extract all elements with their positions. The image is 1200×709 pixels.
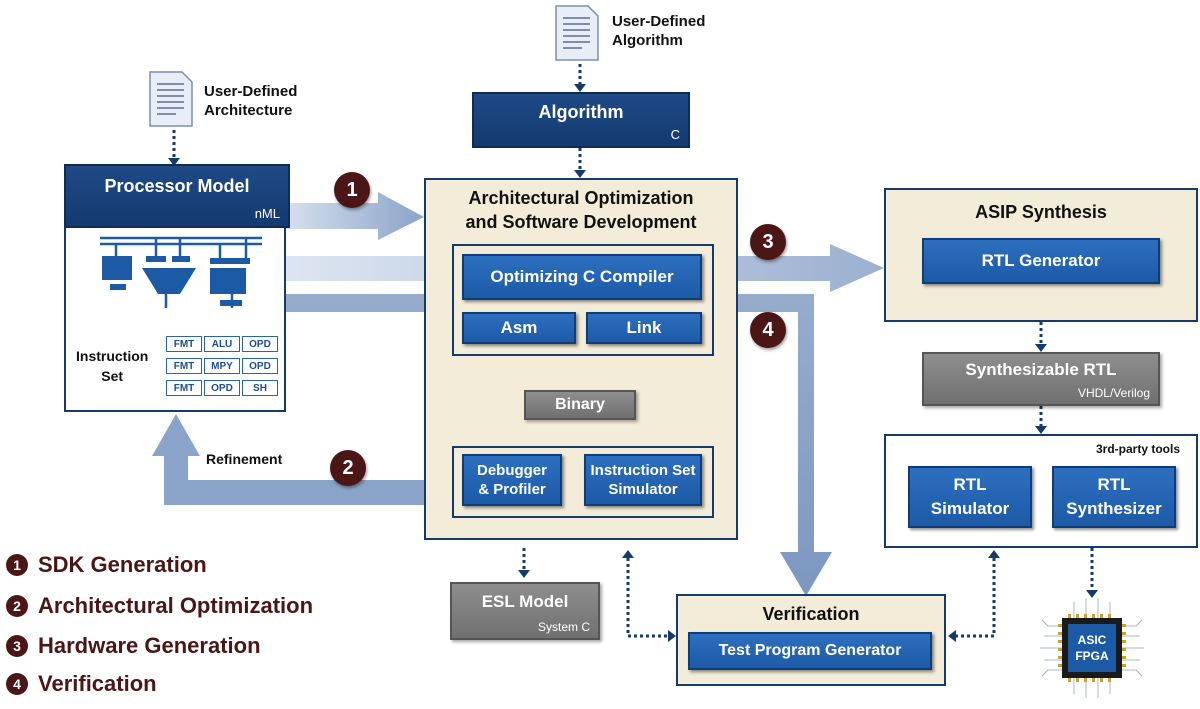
legend-item: 4 Verification bbox=[6, 671, 157, 697]
arch-opt-title: Architectural Optimization and Software … bbox=[426, 186, 736, 234]
algorithm-title: Algorithm bbox=[538, 102, 624, 122]
third-party-tools-caption: 3rd-party tools bbox=[1095, 442, 1180, 456]
architecture-label-line1: User-Defined bbox=[204, 83, 298, 100]
isa-cell: OPD bbox=[242, 358, 278, 374]
isa-cell: ALU bbox=[204, 336, 240, 352]
algorithm-box: Algorithm C bbox=[472, 92, 690, 148]
isa-cell: FMT bbox=[166, 336, 202, 352]
legend-number: 1 bbox=[6, 554, 28, 576]
iss-label-line1: Instruction Set bbox=[590, 462, 696, 479]
rtl-simulator-line2: Simulator bbox=[930, 499, 1010, 518]
arch-opt-title-line1: Architectural Optimization bbox=[468, 188, 694, 208]
link-box: Link bbox=[586, 312, 702, 344]
arch-opt-title-line2: and Software Development bbox=[465, 212, 697, 232]
algorithm-label-line2: Algorithm bbox=[612, 32, 683, 49]
isa-cell: OPD bbox=[204, 380, 240, 396]
chip-label: ASIC FPGA bbox=[1068, 624, 1116, 672]
document-icon bbox=[554, 4, 600, 62]
chip-label-line1: ASIC bbox=[1077, 633, 1107, 647]
debugger-profiler-box: Debugger & Profiler bbox=[462, 454, 562, 506]
esl-model-title: ESL Model bbox=[481, 592, 569, 611]
legend-number: 4 bbox=[6, 673, 28, 695]
instruction-set-label-line2: Set bbox=[101, 368, 124, 384]
rtl-synthesizer-box: RTL Synthesizer bbox=[1052, 466, 1176, 528]
instruction-set-simulator-box: Instruction Set Simulator bbox=[584, 454, 702, 506]
synthesizable-rtl-title: Synthesizable RTL bbox=[965, 360, 1117, 379]
esl-model-box: ESL Model System C bbox=[450, 582, 600, 640]
legend-item: 3 Hardware Generation bbox=[6, 633, 261, 659]
isa-cell: FMT bbox=[166, 358, 202, 374]
processor-schematic-icon bbox=[100, 236, 262, 308]
arrow-refinement bbox=[152, 414, 424, 505]
synthesizable-rtl-tag: VHDL/Verilog bbox=[1077, 386, 1150, 400]
processor-model-header: Processor Model nML bbox=[64, 164, 290, 228]
step-marker-4: 4 bbox=[750, 312, 786, 348]
algorithm-tag: C bbox=[670, 127, 680, 142]
step-marker-2: 2 bbox=[330, 450, 366, 486]
instruction-set-label-line1: Instruction bbox=[76, 348, 149, 364]
optimizing-c-compiler-box: Optimizing C Compiler bbox=[462, 254, 702, 300]
isa-cell: FMT bbox=[166, 380, 202, 396]
instruction-set-label: Instruction Set bbox=[76, 346, 148, 386]
legend-text: Verification bbox=[38, 671, 157, 696]
legend-text: Architectural Optimization bbox=[38, 593, 314, 618]
test-program-generator-box: Test Program Generator bbox=[688, 632, 932, 670]
step-marker-1: 1 bbox=[334, 172, 370, 208]
iss-label-line2: Simulator bbox=[608, 481, 678, 498]
arrow-sdk-generation bbox=[286, 192, 424, 240]
user-defined-algorithm-label: User-Defined Algorithm bbox=[612, 12, 705, 50]
asip-synthesis-panel: ASIP Synthesis RTL Generator bbox=[884, 188, 1198, 322]
architecture-label-line2: Architecture bbox=[204, 102, 293, 119]
isa-cell: OPD bbox=[242, 336, 278, 352]
asm-box: Asm bbox=[462, 312, 576, 344]
isa-cell: SH bbox=[242, 380, 278, 396]
verification-title: Verification bbox=[762, 604, 860, 624]
rtl-generator-box: RTL Generator bbox=[922, 238, 1160, 284]
processor-model-panel: Processor Model nML Instruction Set FMT … bbox=[64, 164, 290, 412]
rtl-simulator-line1: RTL bbox=[953, 475, 987, 494]
chip-label-line2: FPGA bbox=[1075, 649, 1109, 663]
third-party-tools-panel: 3rd-party tools RTL Simulator RTL Synthe… bbox=[884, 434, 1198, 548]
debugger-label-line2: & Profiler bbox=[478, 481, 546, 498]
debugger-label-line1: Debugger bbox=[476, 462, 547, 479]
refinement-label: Refinement bbox=[206, 451, 283, 467]
legend-item: 1 SDK Generation bbox=[6, 552, 207, 578]
legend-number: 2 bbox=[6, 595, 28, 617]
processor-model-tag: nML bbox=[254, 206, 280, 221]
rtl-synthesizer-line2: Synthesizer bbox=[1066, 499, 1162, 518]
user-defined-architecture-label: User-Defined Architecture bbox=[204, 82, 297, 120]
step-marker-3: 3 bbox=[750, 224, 786, 260]
asip-synthesis-title: ASIP Synthesis bbox=[975, 202, 1107, 222]
rtl-simulator-box: RTL Simulator bbox=[908, 466, 1032, 528]
synthesizable-rtl-box: Synthesizable RTL VHDL/Verilog bbox=[922, 352, 1160, 406]
legend-item: 2 Architectural Optimization bbox=[6, 593, 313, 619]
isa-cell: MPY bbox=[204, 358, 240, 374]
architectural-optimization-panel: Architectural Optimization and Software … bbox=[424, 178, 738, 540]
legend-text: Hardware Generation bbox=[38, 633, 261, 658]
rtl-synthesizer-line1: RTL bbox=[1097, 475, 1131, 494]
asic-fpga-chip-icon: ASIC FPGA bbox=[1040, 596, 1144, 700]
verification-panel: Verification Test Program Generator bbox=[676, 594, 946, 686]
algorithm-label-line1: User-Defined bbox=[612, 13, 706, 30]
binary-box: Binary bbox=[524, 390, 636, 420]
esl-model-tag: System C bbox=[537, 620, 590, 634]
processor-model-title: Processor Model bbox=[104, 176, 250, 196]
instruction-set-table: FMT ALU OPD FMT MPY OPD FMT OPD SH bbox=[166, 336, 280, 400]
legend-number: 3 bbox=[6, 635, 28, 657]
legend-text: SDK Generation bbox=[38, 552, 207, 577]
document-icon bbox=[148, 70, 194, 128]
